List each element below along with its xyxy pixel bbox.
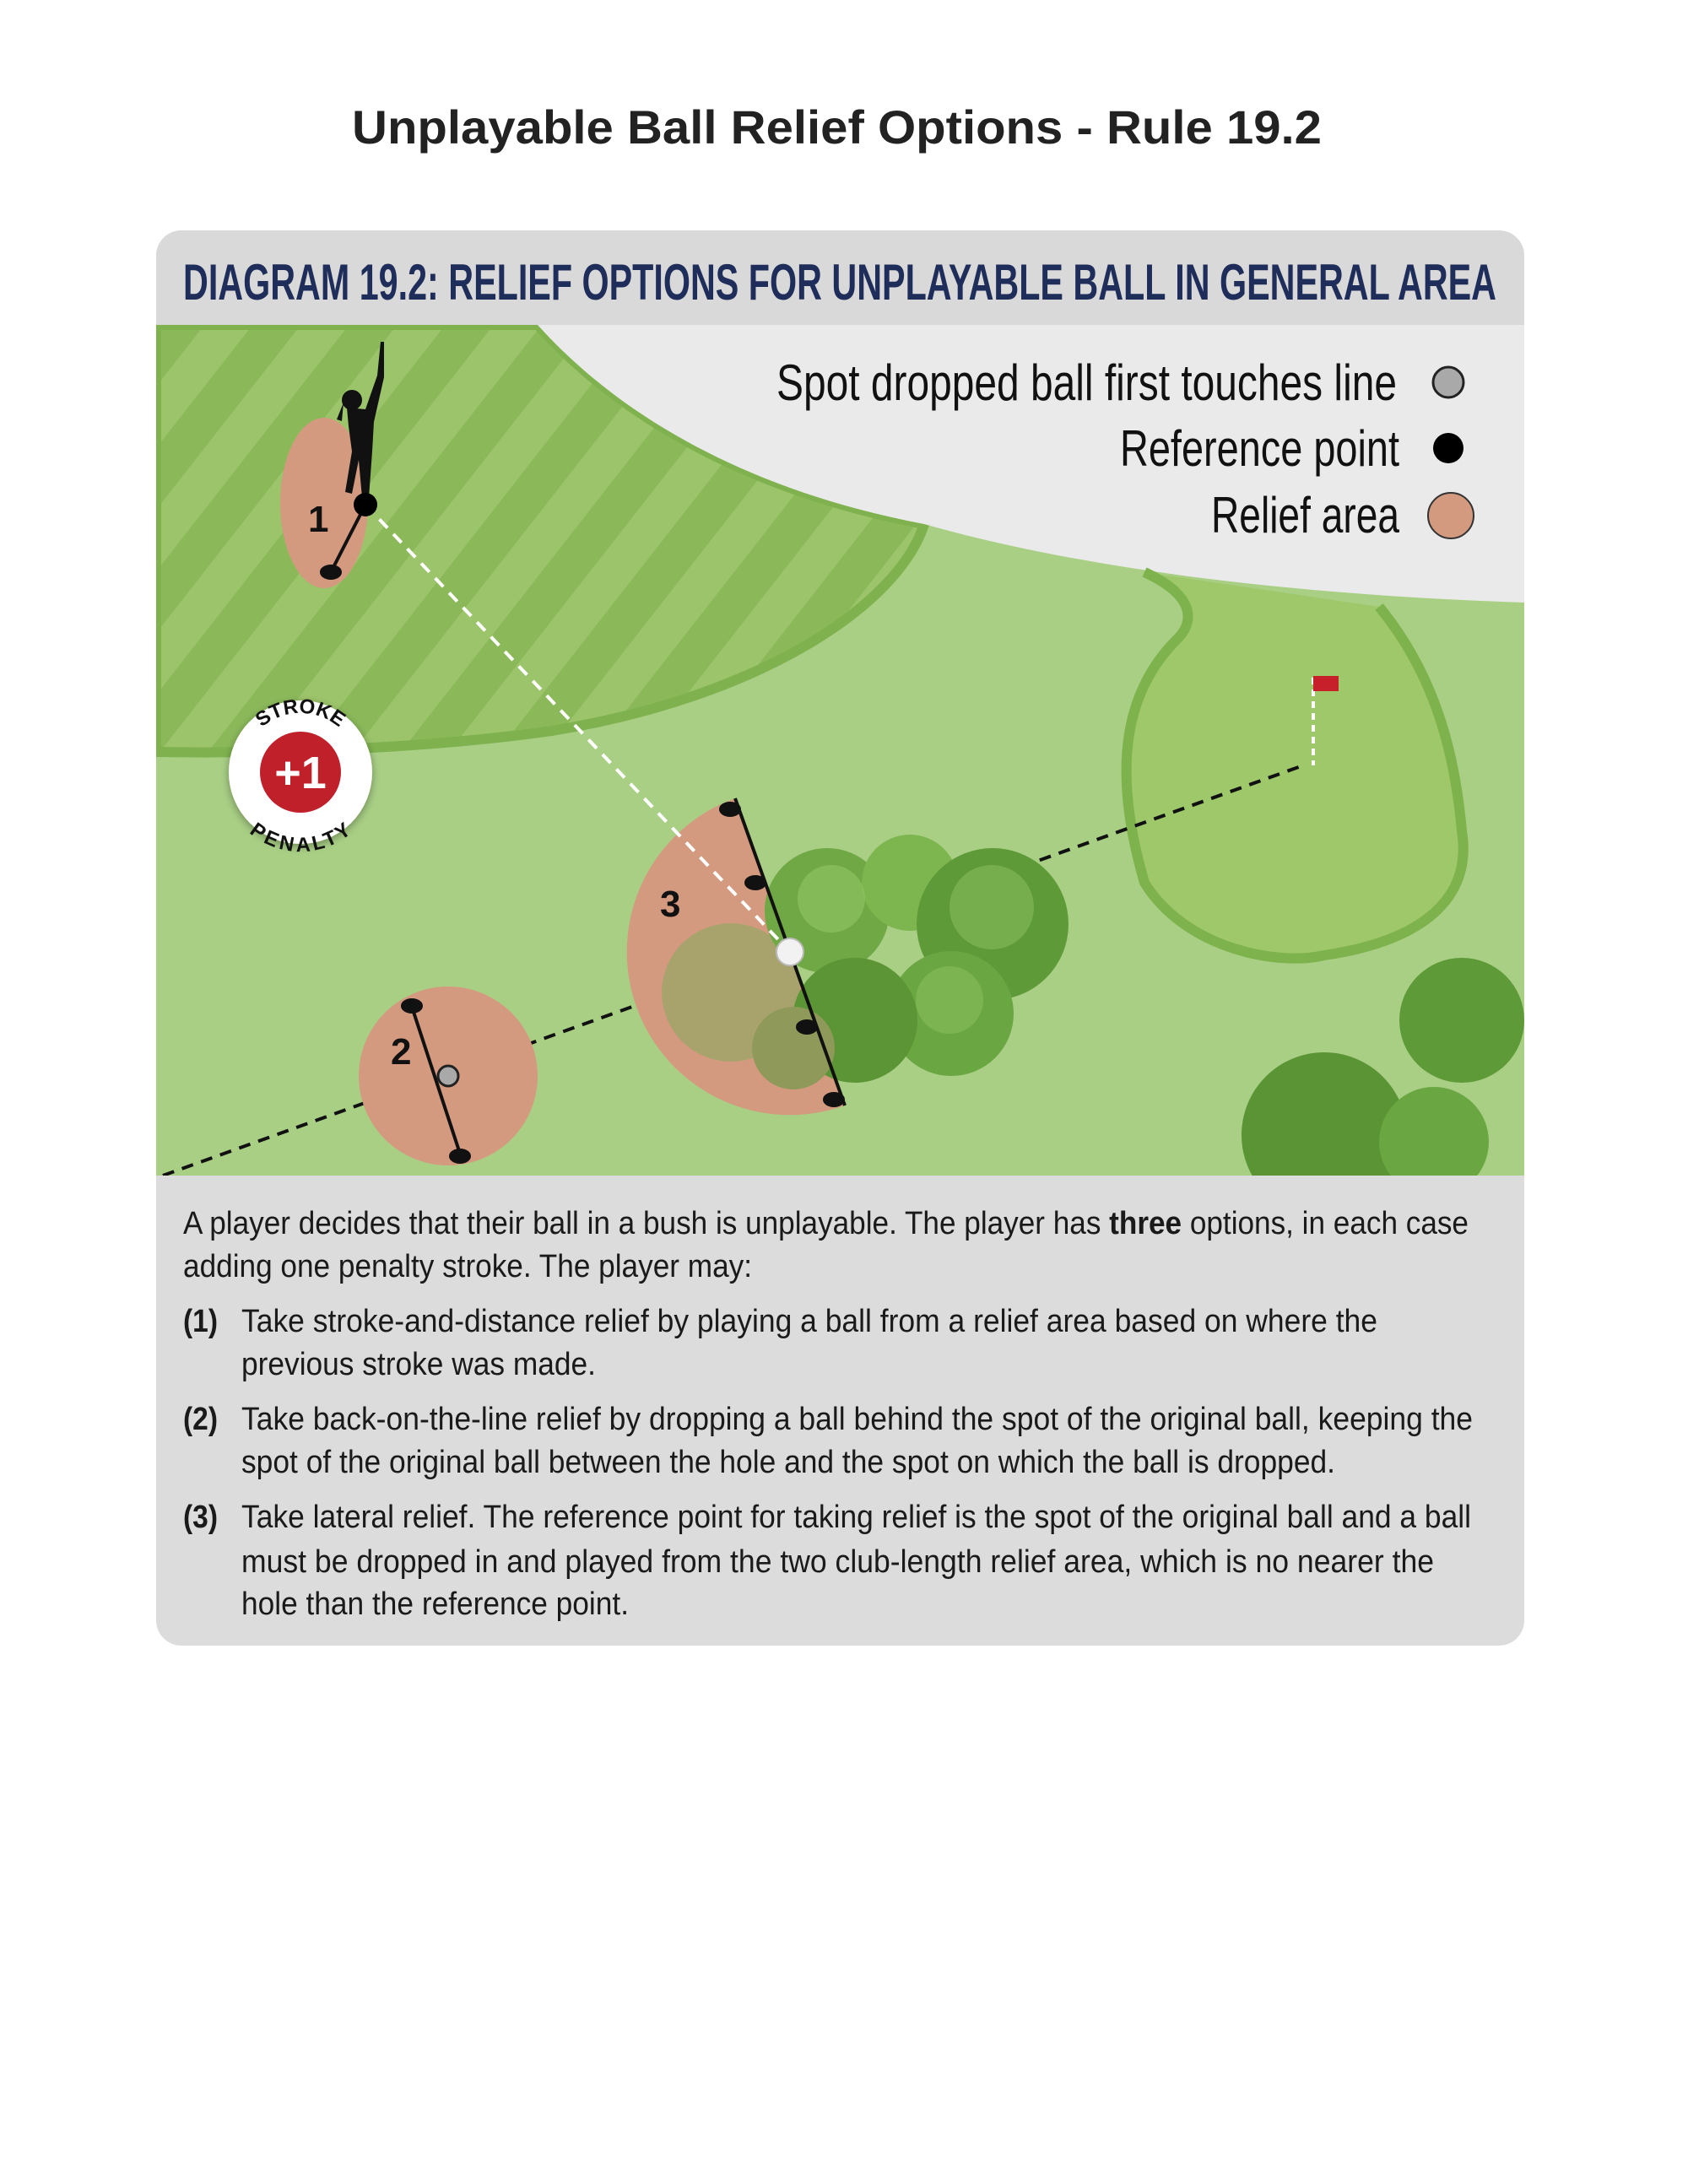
svg-text:+1: +1 — [274, 748, 327, 798]
relief-number-1: 1 — [308, 499, 328, 540]
relief-number-2: 2 — [391, 1031, 411, 1073]
diagram-header — [156, 230, 1524, 325]
bush — [662, 835, 1069, 1089]
legend-label-drop-spot: Spot dropped ball first touches line — [776, 354, 1397, 411]
bushes-right — [1242, 958, 1524, 1176]
out-of-play-area — [538, 325, 1524, 603]
option-1-line: previous stroke was made. — [241, 1347, 596, 1382]
golfer-icon — [337, 342, 384, 498]
description: A player decides that their ball in a bu… — [183, 1206, 1473, 1622]
option-2-line: spot of the original ball between the ho… — [241, 1445, 1335, 1480]
reference-point-1 — [354, 493, 377, 516]
legend-drop-spot-icon — [1431, 365, 1465, 399]
option-1-line: Take stroke-and-distance relief by playi… — [241, 1304, 1377, 1339]
page-title: Unplayable Ball Relief Options - Rule 19… — [352, 100, 1322, 154]
legend-label-reference-point: Reference point — [1120, 420, 1399, 477]
option-2-line: Take back-on-the-line relief by dropping… — [241, 1402, 1473, 1437]
original-ball — [776, 938, 804, 966]
option-3-number: (3) — [183, 1500, 218, 1535]
legend-label-relief-area: Relief area — [1211, 487, 1399, 543]
club-length-1 — [320, 504, 367, 580]
flag-icon — [1312, 676, 1339, 765]
course-map: 1 2 3 +1 STROKE PENALTY — [156, 325, 1524, 1176]
legend-relief-area-icon — [1427, 492, 1474, 539]
option-3-line: must be dropped in and played from the t… — [241, 1544, 1434, 1580]
option-3-line: Take lateral relief. The reference point… — [241, 1500, 1471, 1535]
drop-spot-2 — [436, 1064, 460, 1088]
intro-line-2: adding one penalty stroke. The player ma… — [183, 1249, 752, 1284]
club-length-2 — [401, 998, 471, 1164]
intro-line-1: A player decides that their ball in a bu… — [183, 1206, 1469, 1241]
relief-number-3: 3 — [660, 884, 680, 925]
white-dashed-line — [364, 503, 792, 954]
option-1-number: (1) — [183, 1304, 218, 1339]
diagram-card: DIAGRAM 19.2: RELIEF OPTIONS FOR UNPLAYA… — [156, 230, 1524, 1646]
legend-reference-point-icon — [1433, 433, 1463, 463]
legend: Spot dropped ball first touches line Ref… — [776, 354, 1474, 543]
putting-green — [1121, 567, 1469, 964]
option-3-line: hole than the reference point. — [241, 1587, 629, 1622]
diagram-header-title: DIAGRAM 19.2: RELIEF OPTIONS FOR UNPLAYA… — [183, 254, 1496, 311]
option-2-number: (2) — [183, 1402, 218, 1437]
